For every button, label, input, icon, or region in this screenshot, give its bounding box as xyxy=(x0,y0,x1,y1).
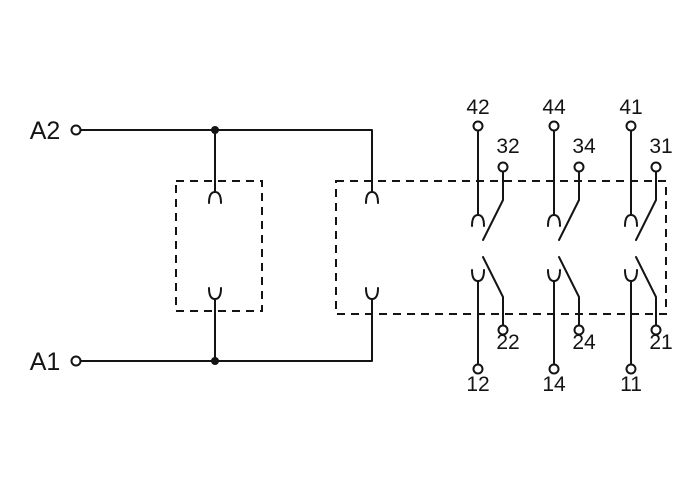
contact-fixed-44 xyxy=(547,214,561,227)
contact-blade-34 xyxy=(558,170,580,241)
coil-terminal-label-a2: A2 xyxy=(30,117,61,145)
contact-blade-24 xyxy=(558,256,580,327)
terminal-22 xyxy=(497,324,509,336)
coil-terminal-a2 xyxy=(70,124,82,136)
contact-label-24: 24 xyxy=(572,331,596,354)
junction-dot-a2 xyxy=(211,126,219,134)
contact-box xyxy=(335,180,667,315)
armature-contact-left-bottom xyxy=(208,287,222,300)
terminal-41 xyxy=(625,120,637,132)
contact-label-32: 32 xyxy=(496,135,519,158)
contact-blade-21 xyxy=(635,256,657,327)
contact-label-42: 42 xyxy=(466,96,489,119)
contact-blade-22 xyxy=(482,256,504,327)
wire-a1 xyxy=(80,298,373,362)
contact-fixed-42 xyxy=(471,214,485,227)
armature-contact-left-top xyxy=(208,191,222,204)
contact-group-1: 42 32 22 12 xyxy=(466,96,519,396)
contact-group-2: 44 34 24 14 xyxy=(542,96,596,396)
contact-group-3: 41 31 21 11 xyxy=(619,96,672,396)
contact-label-31: 31 xyxy=(649,135,672,158)
coil-terminal-label-a1: A1 xyxy=(30,348,61,376)
contact-blade-31 xyxy=(635,170,657,241)
contact-label-41: 41 xyxy=(619,96,642,119)
armature-contact-right-bottom xyxy=(365,287,379,300)
contact-blade-32 xyxy=(482,170,504,241)
contact-label-14: 14 xyxy=(542,373,566,396)
contact-fixed-14 xyxy=(547,269,561,282)
contact-label-34: 34 xyxy=(572,135,596,158)
terminal-21 xyxy=(650,324,662,336)
terminal-14 xyxy=(548,363,560,375)
armature-contact-right-top xyxy=(365,191,379,204)
contact-label-12: 12 xyxy=(466,373,489,396)
contact-label-21: 21 xyxy=(649,331,672,354)
terminal-34 xyxy=(573,161,585,173)
terminal-11 xyxy=(625,363,637,375)
actuator-box xyxy=(175,180,263,312)
wire-a2 xyxy=(80,129,373,193)
terminal-12 xyxy=(472,363,484,375)
terminal-44 xyxy=(548,120,560,132)
contact-label-22: 22 xyxy=(496,331,519,354)
terminal-31 xyxy=(650,161,662,173)
coil-terminal-a1 xyxy=(70,355,82,367)
contact-label-11: 11 xyxy=(620,373,642,396)
junction-dot-a1 xyxy=(211,357,219,365)
contact-fixed-11 xyxy=(624,269,638,282)
contact-fixed-41 xyxy=(624,214,638,227)
contact-fixed-12 xyxy=(471,269,485,282)
terminal-24 xyxy=(573,324,585,336)
terminal-32 xyxy=(497,161,509,173)
terminal-42 xyxy=(472,120,484,132)
contact-label-44: 44 xyxy=(542,96,566,119)
